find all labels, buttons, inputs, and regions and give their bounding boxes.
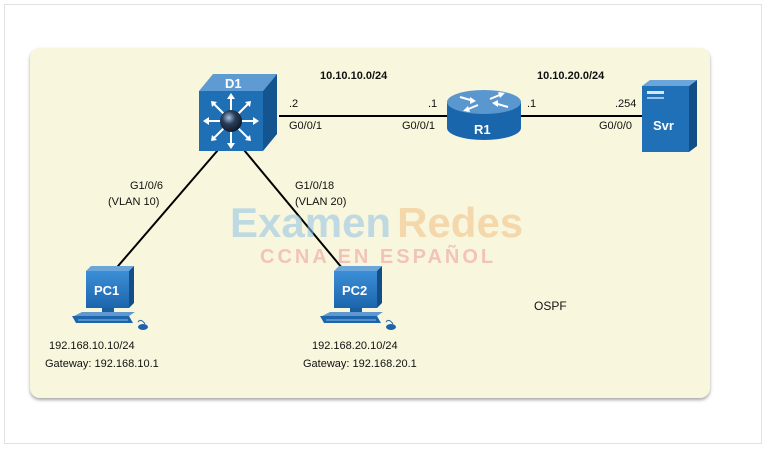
link-d1-pc1 — [105, 149, 219, 281]
svr-g000-label: G0/0/0 — [599, 120, 633, 132]
pc2-label: PC2 — [342, 283, 368, 298]
r1-right-address-label: .1 — [527, 98, 537, 110]
r1-g001-label: G0/0/1 — [402, 120, 436, 132]
network-10-10-20-label: 10.10.20.0/24 — [537, 70, 605, 82]
multilayer-switch-icon[interactable] — [199, 74, 277, 151]
vlan10-label: (VLAN 10) — [108, 196, 160, 208]
svg-text:CCNA EN ESPAÑOL: CCNA EN ESPAÑOL — [260, 245, 496, 268]
pc2-gateway-label: Gateway: 192.168.20.1 — [303, 358, 417, 370]
r1-label: R1 — [474, 122, 491, 137]
router-icon[interactable] — [447, 90, 521, 140]
d1-g1018-label: G1/0/18 — [295, 180, 335, 192]
d1-label: D1 — [225, 76, 242, 91]
server-icon[interactable] — [642, 80, 697, 152]
pc2-ip-label: 192.168.20.10/24 — [312, 340, 398, 352]
routing-protocol-label: OSPF — [534, 299, 567, 313]
r1-left-address-label: .1 — [428, 98, 438, 110]
d1-address-label: .2 — [289, 98, 299, 110]
pc2-computer-icon[interactable] — [320, 266, 396, 330]
pc1-ip-label: 192.168.10.10/24 — [49, 340, 135, 352]
network-10-10-10-label: 10.10.10.0/24 — [320, 70, 388, 82]
svr-address-label: .254 — [615, 98, 637, 110]
d1-g106-label: G1/0/6 — [130, 180, 164, 192]
link-d1-pc2 — [243, 149, 353, 281]
pc1-gateway-label: Gateway: 192.168.10.1 — [45, 358, 159, 370]
pc1-computer-icon[interactable] — [72, 266, 148, 330]
d1-g001-label: G0/0/1 — [289, 120, 323, 132]
pc1-label: PC1 — [94, 283, 120, 298]
diagram-canvas — [30, 48, 710, 398]
vlan20-label: (VLAN 20) — [295, 196, 347, 208]
svr-label: Svr — [653, 118, 674, 133]
